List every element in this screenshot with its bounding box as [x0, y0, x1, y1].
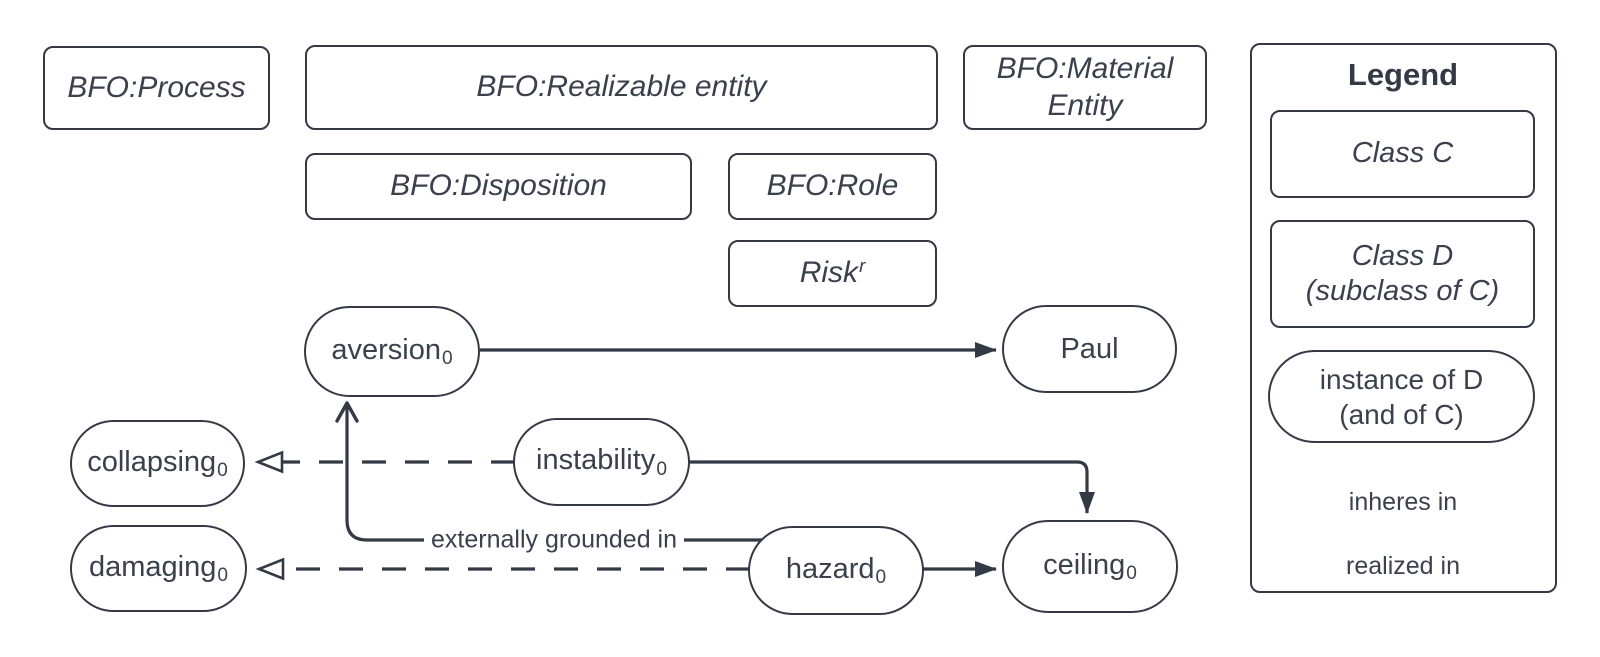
class-label: BFO:Process — [67, 70, 246, 104]
legend-class-d-line2: (subclass of C) — [1305, 275, 1500, 307]
legend-class-d-box: Class D (subclass of C) — [1270, 220, 1535, 328]
instance-node-ceiling: ceiling0 — [1002, 520, 1178, 613]
instance-node-damaging: damaging0 — [70, 525, 247, 612]
instance-node-hazard: hazard0 — [748, 526, 924, 615]
legend-instance-line1: instance of D — [1319, 363, 1484, 395]
class-box-bfo-material-entity: BFO:Material Entity — [963, 45, 1207, 130]
edge-label-externally-grounded-in: externally grounded in — [424, 525, 684, 555]
instance-label: damaging — [88, 550, 217, 583]
instance-subscript: 0 — [656, 458, 667, 480]
class-label-line2: Entity — [1047, 88, 1123, 122]
legend-class-d-line1: Class D — [1351, 239, 1454, 272]
edge-instability-ceiling-inheres-in — [688, 460, 1095, 514]
instance-subscript: 0 — [1126, 563, 1137, 585]
class-label: BFO:Realizable entity — [476, 70, 767, 104]
instance-label: Paul — [1060, 332, 1119, 365]
legend-class-c-box: Class C — [1270, 110, 1535, 198]
instance-node-paul: Paul — [1002, 305, 1177, 393]
class-box-bfo-realizable-entity: BFO:Realizable entity — [305, 45, 938, 130]
class-box-risk: Riskr — [728, 240, 937, 307]
class-label-superscript: r — [859, 255, 866, 277]
class-label: Risk — [799, 256, 859, 290]
class-label: BFO:Disposition — [390, 169, 607, 203]
legend-instance-line2: (and of C) — [1339, 398, 1464, 430]
instance-node-instability: instability0 — [513, 418, 690, 506]
instance-subscript: 0 — [875, 567, 887, 589]
legend-realized-in-label: realized in — [1346, 552, 1460, 580]
instance-label: ceiling — [1043, 548, 1126, 581]
instance-label: hazard — [785, 552, 875, 585]
instance-node-aversion: aversion0 — [304, 306, 480, 397]
class-box-bfo-role: BFO:Role — [728, 153, 937, 220]
edge-hazard-aversion-externally-grounded-in — [335, 401, 762, 542]
legend-inheres-in-label: inheres in — [1348, 488, 1458, 516]
class-label-line1: BFO:Material — [996, 51, 1174, 85]
legend-instance-pill: instance of D (and of C) — [1268, 350, 1535, 443]
instance-label: collapsing — [87, 445, 217, 478]
class-label: BFO:Role — [766, 169, 899, 203]
instance-node-collapsing: collapsing0 — [70, 420, 245, 507]
legend-title: Legend — [1347, 57, 1459, 92]
instance-label: aversion — [331, 333, 441, 366]
legend-class-c-label: Class C — [1351, 137, 1454, 170]
instance-subscript: 0 — [217, 460, 228, 482]
instance-subscript: 0 — [441, 348, 453, 370]
class-box-bfo-disposition: BFO:Disposition — [305, 153, 692, 220]
class-box-bfo-process: BFO:Process — [43, 46, 270, 130]
instance-subscript: 0 — [217, 565, 228, 587]
instance-label: instability — [536, 444, 656, 477]
